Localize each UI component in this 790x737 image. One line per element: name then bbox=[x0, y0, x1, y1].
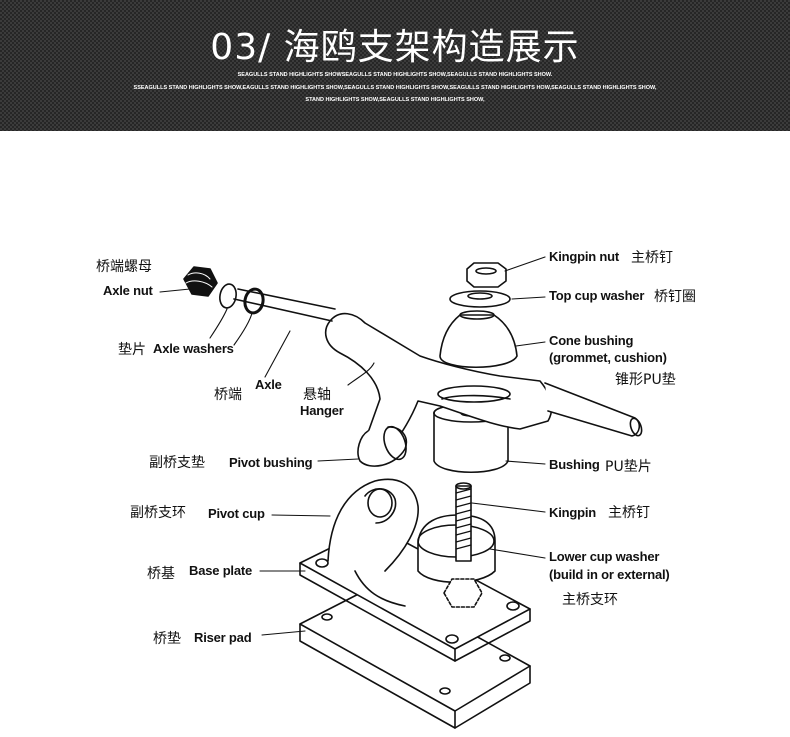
label-lower-cup-cn: 主桥支环 bbox=[562, 592, 618, 608]
label-top-cup-en: Top cup washer bbox=[549, 288, 645, 303]
riser-pad-shape bbox=[299, 582, 531, 729]
label-axle-nut-cn: 桥端螺母 bbox=[96, 259, 152, 275]
header-banner: 03/ 海鸥支架构造展示 SEAGULLS STAND HIGHLIGHTS S… bbox=[0, 0, 790, 131]
label-axle-nut-en: Axle nut bbox=[103, 283, 153, 298]
label-kingpin-nut-cn: 主桥钉 bbox=[631, 250, 673, 266]
kingpin-nut-shape bbox=[466, 262, 507, 288]
label-hanger-en: Hanger bbox=[300, 403, 344, 418]
label-kingpin-en: Kingpin bbox=[549, 505, 596, 520]
label-base-plate-cn: 桥基 bbox=[147, 566, 175, 582]
kingpin-bolt-shape bbox=[443, 482, 483, 608]
label-pivot-bushing-cn: 副桥支垫 bbox=[149, 455, 205, 471]
hanger-shape bbox=[233, 288, 643, 467]
leader-lines bbox=[159, 256, 546, 636]
label-lower-cup-en-1: Lower cup washer bbox=[549, 549, 660, 564]
cone-bushing-shape bbox=[439, 310, 518, 368]
base-plate-shape bbox=[299, 478, 531, 662]
top-cup-washer-shape bbox=[449, 290, 511, 308]
label-base-plate-en: Base plate bbox=[189, 563, 253, 578]
label-washers-cn: 垫片 bbox=[118, 342, 146, 358]
label-riser-pad-en: Riser pad bbox=[194, 630, 252, 645]
label-pivot-cup-cn: 副桥支环 bbox=[130, 505, 186, 521]
label-bushing-cn: PU垫片 bbox=[605, 459, 652, 475]
label-axle-cn: 桥端 bbox=[214, 387, 242, 403]
axle-nut-shape bbox=[183, 266, 218, 297]
label-cone-bushing-cn: 锥形PU垫 bbox=[615, 372, 676, 388]
label-pivot-bushing-en: Pivot bushing bbox=[229, 455, 313, 470]
label-pivot-cup-en: Pivot cup bbox=[208, 506, 265, 521]
truck-drawing bbox=[159, 256, 643, 729]
label-riser-pad-cn: 桥垫 bbox=[153, 631, 181, 647]
label-kingpin-cn: 主桥钉 bbox=[608, 505, 650, 521]
axle-washers-shape bbox=[219, 283, 265, 315]
header-subline-2: SSEAGULLS STAND HIGHLIGHTS SHOW,EAGULLS … bbox=[133, 85, 657, 91]
label-hanger-cn: 悬轴 bbox=[303, 387, 331, 403]
label-axle-en: Axle bbox=[255, 377, 282, 392]
truck-diagram: 桥端螺母 Axle nut 垫片 Axle washers 桥端 Axle 悬轴… bbox=[0, 131, 790, 733]
label-lower-cup-en-2: (build in or external) bbox=[549, 567, 670, 582]
page-title: 03/ 海鸥支架构造展示 bbox=[210, 27, 580, 68]
label-washers-en: Axle washers bbox=[153, 341, 234, 356]
label-cone-bushing-en-2: (grommet, cushion) bbox=[549, 350, 667, 365]
header-subline-3: STAND HIGHLIGHTS SHOW,SEAGULLS STAND HIG… bbox=[305, 97, 485, 103]
header-subline-1: SEAGULLS STAND HIGHLIGHTS SHOWSEAGULLS S… bbox=[237, 72, 553, 78]
label-cone-bushing-en-1: Cone bushing bbox=[549, 333, 634, 348]
label-bushing-en: Bushing bbox=[549, 457, 600, 472]
label-kingpin-nut-en: Kingpin nut bbox=[549, 249, 619, 264]
label-top-cup-cn: 桥钉圈 bbox=[654, 289, 696, 305]
